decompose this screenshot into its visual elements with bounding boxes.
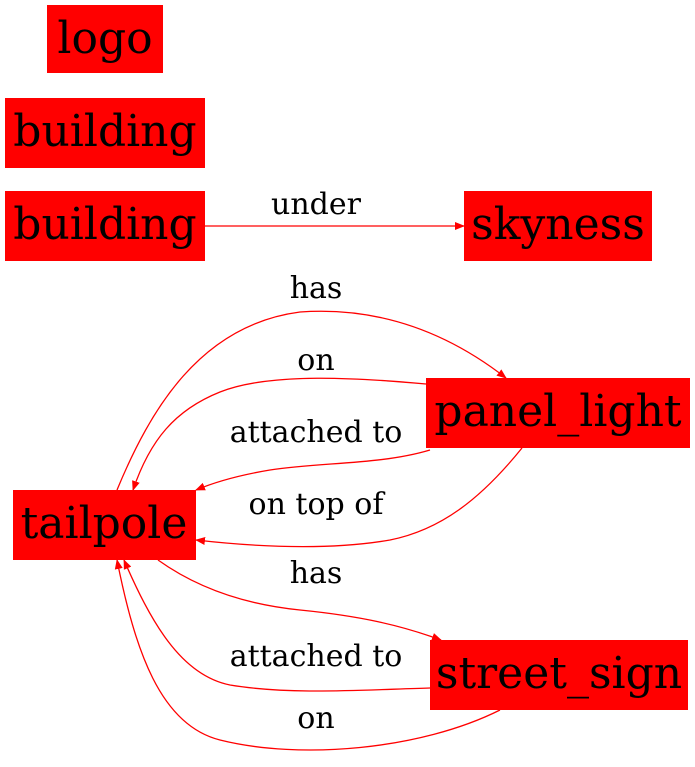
edge-on-panel-label: on xyxy=(297,343,334,378)
edge-attached-panel-line xyxy=(195,449,431,491)
node-building-2-box xyxy=(5,191,205,261)
node-tailpole: tailpole xyxy=(13,490,196,560)
edge-attached-sign-line xyxy=(123,559,431,692)
edge-tailpole-has-panel-light: has xyxy=(116,271,507,491)
node-skyness-box xyxy=(464,191,652,261)
node-street-sign-box xyxy=(430,640,688,710)
edge-attached-panel-label: attached to xyxy=(230,415,403,450)
node-street-sign-label: street_sign xyxy=(436,648,682,699)
edge-panel-light-on-top-of-tailpole: on top of xyxy=(195,447,523,548)
node-logo-label: logo xyxy=(57,13,152,64)
node-skyness-label: skyness xyxy=(471,199,645,250)
node-logo: logo xyxy=(47,5,163,73)
node-panel-light-box xyxy=(426,378,690,448)
edge-street-sign-attached-to-tailpole: attached to xyxy=(123,559,431,692)
edge-panel-light-on-tailpole: on xyxy=(132,343,427,491)
edge-has-sign-line xyxy=(157,559,442,641)
node-tailpole-box xyxy=(13,490,196,560)
edge-has-panel-label: has xyxy=(290,271,343,306)
edge-attached-sign-label: attached to xyxy=(230,639,403,674)
node-building-2-label: building xyxy=(13,199,196,250)
node-building-1-box xyxy=(5,98,205,168)
node-skyness: skyness xyxy=(464,191,652,261)
node-tailpole-label: tailpole xyxy=(21,498,188,549)
edge-on-sign-label: on xyxy=(297,701,334,736)
edge-panel-light-attached-to-tailpole: attached to xyxy=(195,415,431,491)
edge-building-under-skyness: under xyxy=(205,187,465,230)
node-logo-box xyxy=(47,5,163,73)
node-panel-light-label: panel_light xyxy=(434,386,681,437)
edge-has-panel-line xyxy=(116,310,507,491)
edge-street-sign-on-tailpole: on xyxy=(114,559,501,751)
edge-under-label: under xyxy=(271,187,362,222)
edge-on-sign-line xyxy=(114,559,501,751)
edge-on-panel-line xyxy=(132,377,427,491)
node-panel-light: panel_light xyxy=(426,378,690,448)
node-building-1: building xyxy=(5,98,205,168)
edge-tailpole-has-street-sign: has xyxy=(157,556,442,641)
edge-on-top-of-line xyxy=(195,447,523,548)
node-street-sign: street_sign xyxy=(430,640,688,710)
edge-on-top-of-label: on top of xyxy=(249,487,386,522)
node-building-1-label: building xyxy=(13,106,196,157)
node-building-2: building xyxy=(5,191,205,261)
edge-has-sign-label: has xyxy=(290,556,343,591)
